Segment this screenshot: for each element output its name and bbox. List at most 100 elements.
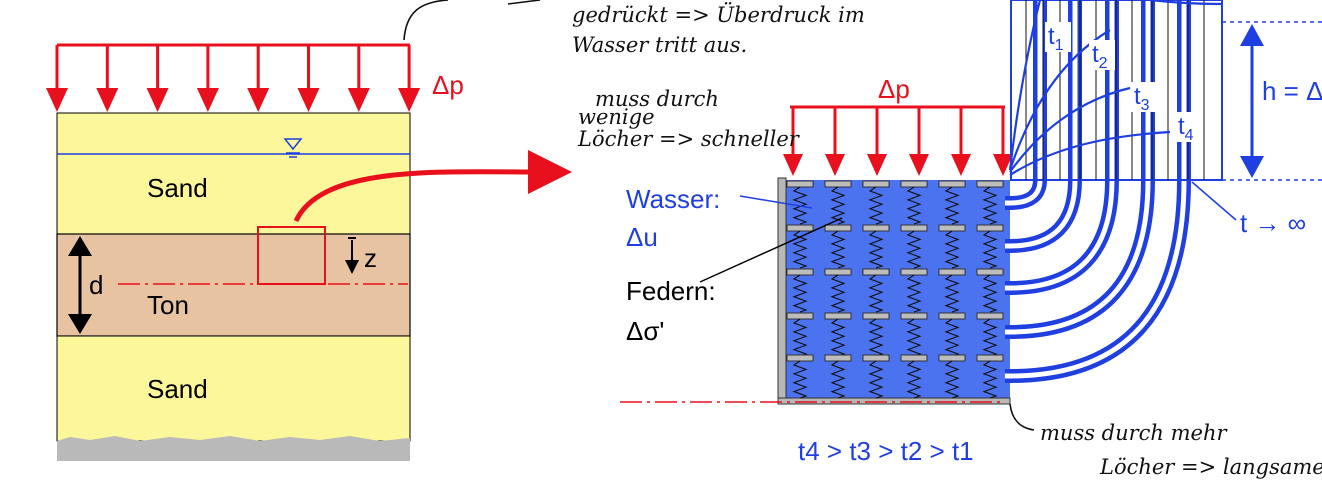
outflow-pipe-core [1005,0,1078,249]
load-arrowhead [146,88,169,112]
thickness-dimension [68,236,92,334]
note-bottom-line2: Löcher => langsamer [1099,455,1322,479]
spring [868,360,884,399]
model-load-arrows [783,107,1013,176]
model-load-arrowhead [825,154,845,176]
handwritten-notes: gedrückt => Überdruck im Wasser tritt au… [403,0,1322,479]
time-label-bg [1175,112,1201,142]
note-bottom-line1: muss durch mehr [1040,421,1229,445]
spring [982,318,998,357]
plate [976,354,1004,362]
pressure-curve [1009,86,1131,173]
load-arrowhead [297,88,320,112]
plate [786,224,814,232]
layer-label-clay: Ton [147,290,189,320]
plate [862,312,890,320]
load-arrowhead [46,88,68,112]
note-pointer-bottom [1009,403,1035,431]
note-stroke-top [507,0,541,5]
t-inf-leader [1191,181,1237,221]
time-order-label: t4 > t3 > t2 > t1 [798,436,974,466]
note-left-line3: Löcher => schneller [577,127,801,151]
water-label: Wasser: [626,184,720,214]
plate [786,354,814,362]
plate [900,268,928,276]
spring [868,274,884,313]
plate [900,312,928,320]
outflow-pipe-core [1005,0,1187,379]
water-table-icon [283,138,303,158]
spring [906,274,922,313]
spring [830,274,846,313]
model-load-arrowhead [867,154,887,176]
height-label: h = Δ [1262,76,1322,106]
plate [900,354,928,362]
container-wall-bottom [777,397,1011,405]
spring [792,360,808,399]
spring [792,318,808,357]
spring [792,274,808,313]
spring [944,274,960,313]
spring-leader [699,217,843,283]
load-arrows [46,45,421,112]
spring [868,318,884,357]
spring [944,230,960,269]
spring [830,230,846,269]
spring-grid [786,180,1004,399]
plate [824,312,852,320]
spring [944,360,960,399]
plate [824,180,852,188]
plate [862,224,890,232]
plate [938,268,966,276]
spring [906,318,922,357]
plate [900,180,928,188]
model-load-arrowhead [951,154,971,176]
spring [868,186,884,225]
load-arrowhead [196,88,219,112]
layer-label-sand-top: Sand [147,173,208,203]
spring-sub-label: Δσ' [626,316,664,346]
soil-profile: Δp Sand Ton Sand d z [46,43,572,461]
clay-layer [56,233,411,337]
soil-element [257,226,326,285]
depth-label: z [364,243,377,273]
note-left-line2: wenige [578,105,655,129]
water-leader [739,195,813,209]
plate [862,180,890,188]
load-arrowhead [347,88,370,112]
ground-base [57,436,410,461]
plate [900,224,928,232]
model-load-label: Δp [878,74,910,104]
spring [982,186,998,225]
pressure-curve [1149,0,1223,6]
spring [830,360,846,399]
load-arrowhead [96,88,119,112]
spring [906,360,922,399]
spring [944,186,960,225]
plate [938,224,966,232]
thickness-label: d [89,270,103,300]
time-label-bg [1131,82,1157,112]
plate [976,312,1004,320]
load-arrowhead [247,88,270,112]
outflow-pipe-core [1005,0,1115,291]
container-wall-left [777,177,787,403]
plate [862,268,890,276]
plate [976,224,1004,232]
spring [906,186,922,225]
note-left-line1: muss durch [595,87,719,111]
water-sub-label: Δu [626,222,658,252]
sand-layer-top [56,112,411,235]
spring [868,230,884,269]
note-top-line1: gedrückt => Überdruck im [572,2,865,27]
spring [906,230,922,269]
plate [786,268,814,276]
plate [786,180,814,188]
pressure-curve [1008,0,1042,171]
plate [938,354,966,362]
plate [938,180,966,188]
pressure-curve [1009,130,1171,176]
plate [824,354,852,362]
